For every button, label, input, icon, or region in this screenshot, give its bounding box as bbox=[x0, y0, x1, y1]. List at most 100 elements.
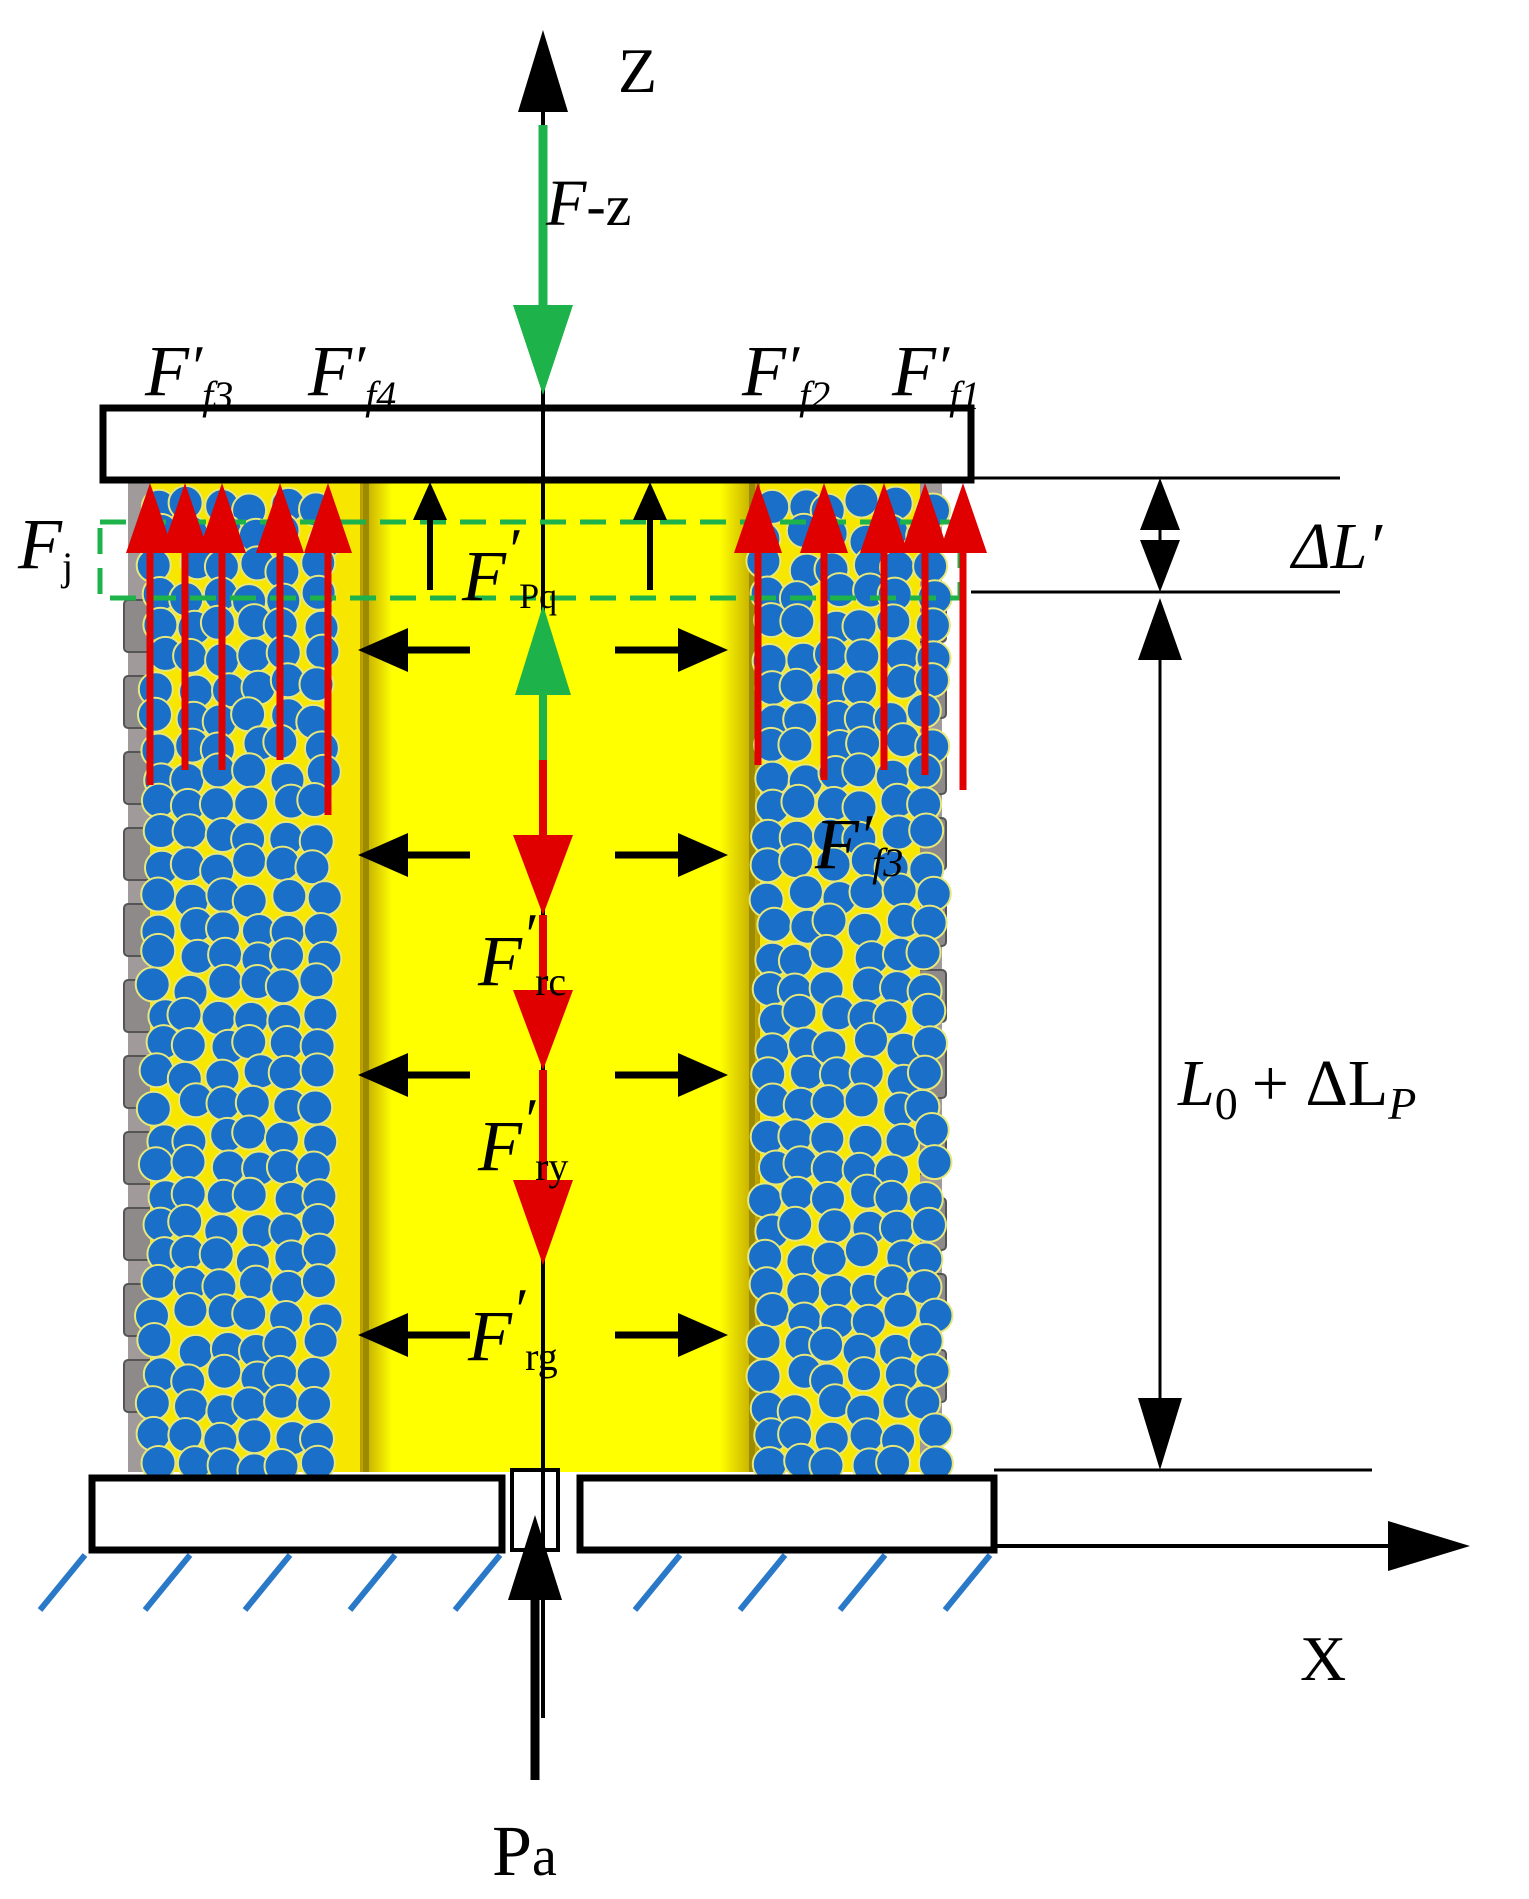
particle bbox=[271, 878, 308, 914]
length-arrowhead-down bbox=[1138, 1398, 1182, 1470]
particle bbox=[170, 1143, 207, 1180]
particle bbox=[843, 1232, 880, 1269]
particle bbox=[231, 1386, 268, 1423]
particle bbox=[206, 1353, 243, 1390]
particle bbox=[137, 696, 173, 733]
central-red-arrows bbox=[513, 760, 573, 1265]
friction-arrow-head bbox=[304, 483, 352, 553]
particle bbox=[264, 968, 301, 1005]
particle bbox=[199, 604, 236, 641]
particle bbox=[198, 1236, 235, 1273]
friction-arrow-head bbox=[939, 483, 987, 553]
particle bbox=[207, 963, 244, 1000]
friction-arrow-head bbox=[256, 483, 304, 553]
x-axis-label: X bbox=[1300, 1623, 1346, 1694]
particle bbox=[231, 752, 268, 789]
particle bbox=[914, 662, 950, 699]
particle bbox=[912, 548, 949, 585]
particle bbox=[778, 843, 815, 880]
ff3-top-label: F′f3 bbox=[144, 331, 233, 418]
particle bbox=[231, 1114, 268, 1151]
particle bbox=[811, 1240, 848, 1277]
particle bbox=[270, 1269, 307, 1306]
particle bbox=[914, 1353, 951, 1390]
ff4-label: F′f4 bbox=[307, 331, 396, 418]
particle bbox=[873, 1179, 910, 1216]
granular-particles-right bbox=[745, 482, 954, 1484]
particle bbox=[231, 842, 268, 879]
particle bbox=[134, 966, 171, 1003]
frg-label: F′rg bbox=[467, 1277, 558, 1379]
f-pq-green-arrowhead bbox=[515, 605, 571, 695]
pressure-arrowhead bbox=[508, 1515, 562, 1600]
delta-l-prime-label: ΔL′ bbox=[1289, 510, 1383, 583]
particle bbox=[756, 906, 793, 943]
particle bbox=[304, 633, 341, 670]
particle bbox=[841, 608, 878, 645]
particle bbox=[231, 1295, 268, 1332]
particle bbox=[177, 1333, 214, 1370]
fj-label: Fj bbox=[17, 504, 73, 589]
particle bbox=[297, 1089, 334, 1126]
top-plate bbox=[99, 404, 975, 484]
particle bbox=[233, 785, 270, 822]
friction-arrow-head bbox=[734, 483, 782, 553]
particle bbox=[810, 1084, 847, 1121]
particle bbox=[172, 637, 209, 674]
dimension-lines bbox=[971, 476, 1372, 1472]
radial-arrow-right-head bbox=[678, 628, 728, 672]
particle bbox=[140, 876, 177, 913]
particle bbox=[171, 813, 208, 850]
particle bbox=[295, 1355, 332, 1392]
radial-arrow-left-head bbox=[358, 1053, 408, 1097]
friction-arrow-head bbox=[198, 483, 246, 553]
particle bbox=[842, 670, 878, 707]
particle bbox=[843, 1082, 880, 1119]
friction-arrow-head bbox=[901, 483, 949, 553]
bottom-plate-right bbox=[576, 1474, 998, 1554]
particle bbox=[172, 1292, 209, 1328]
particle bbox=[779, 1175, 816, 1212]
particle bbox=[808, 933, 845, 970]
friction-arrows-right bbox=[734, 483, 987, 790]
particle bbox=[169, 846, 206, 883]
radial-arrow-right-head bbox=[678, 1313, 728, 1357]
particle bbox=[841, 752, 878, 789]
particle bbox=[137, 1146, 174, 1183]
z-axis-arrowhead bbox=[518, 30, 568, 112]
particle bbox=[789, 1054, 825, 1091]
particle bbox=[917, 1412, 954, 1449]
ground-hatch bbox=[37, 1553, 993, 1612]
particle bbox=[306, 880, 343, 917]
length-arrowhead-up bbox=[1138, 598, 1182, 660]
ff1-label: F′f1 bbox=[891, 331, 980, 418]
particle bbox=[747, 1182, 784, 1219]
friction-arrow-head bbox=[161, 483, 209, 553]
particle bbox=[754, 1292, 791, 1328]
particle bbox=[170, 1027, 207, 1063]
particle bbox=[908, 812, 945, 849]
granular-particles-left bbox=[134, 484, 344, 1489]
particle bbox=[911, 904, 948, 941]
f-z-label: F-z bbox=[545, 167, 631, 240]
particle bbox=[911, 1206, 947, 1243]
f-z-arrowhead bbox=[513, 305, 573, 395]
particle bbox=[140, 1263, 177, 1300]
particle bbox=[234, 1084, 271, 1121]
particle bbox=[269, 937, 305, 974]
frc-label: F′rc bbox=[477, 902, 566, 1004]
particle bbox=[844, 638, 881, 675]
particle bbox=[265, 1149, 302, 1185]
length-label: L0+ ΔLP bbox=[1177, 1047, 1416, 1129]
particle bbox=[777, 1205, 814, 1242]
ff2-label: F′f2 bbox=[741, 331, 830, 418]
particle bbox=[914, 607, 951, 644]
particle bbox=[298, 962, 335, 999]
particle bbox=[781, 993, 818, 1030]
particle bbox=[780, 783, 817, 820]
particle bbox=[779, 603, 816, 640]
x-axis-arrowhead bbox=[1388, 1521, 1470, 1571]
particle bbox=[231, 1176, 268, 1213]
particle bbox=[912, 1025, 948, 1062]
